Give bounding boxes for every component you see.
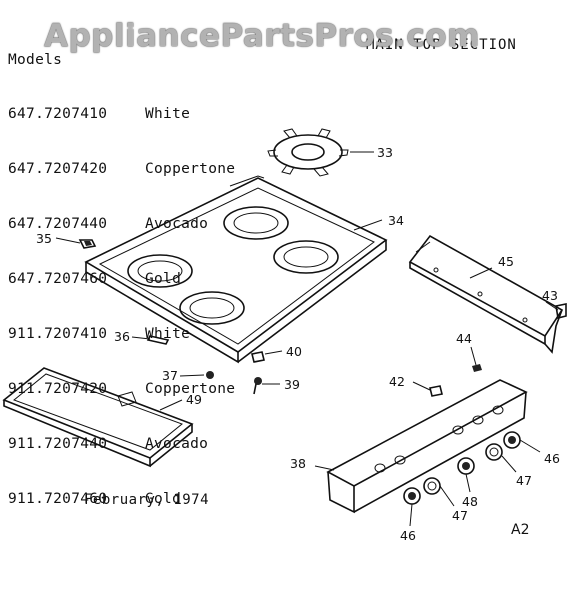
part-42 xyxy=(429,385,443,397)
callout-43: 43 xyxy=(542,288,558,303)
model-number: 911.7207410 xyxy=(8,326,108,343)
model-color: Coppertone xyxy=(145,161,236,178)
rear-panel-45 xyxy=(408,234,564,354)
models-heading: Models xyxy=(8,51,63,68)
model-color: Gold xyxy=(145,490,182,507)
page-code: A2 xyxy=(511,522,530,538)
model-number: 647.7207440 xyxy=(8,216,108,233)
model-color: Coppertone xyxy=(145,380,236,397)
callout-37: 37 xyxy=(162,368,178,383)
burner-opening xyxy=(273,240,339,274)
callout-44: 44 xyxy=(456,331,472,346)
callout-47: 47 xyxy=(452,508,468,523)
knob-48 xyxy=(457,457,475,475)
clip-35 xyxy=(78,239,97,249)
screw-39 xyxy=(253,377,262,395)
screw-43 xyxy=(555,303,567,319)
model-row: 647.7207440 Avocado xyxy=(8,215,235,233)
main-top-34 xyxy=(84,175,388,364)
model-number: 647.7207420 xyxy=(8,161,108,178)
callout-35: 35 xyxy=(36,231,52,246)
callout-45: 45 xyxy=(498,254,514,269)
part-44 xyxy=(472,364,482,372)
model-row: 911.7207460 Gold xyxy=(8,490,235,508)
callout-46: 46 xyxy=(544,451,560,466)
leader-lines xyxy=(55,151,559,527)
diagram-date: February, 1974 xyxy=(84,492,210,508)
callout-49: 49 xyxy=(186,392,202,407)
model-number: 911.7207440 xyxy=(8,435,108,452)
model-number: 911.7207460 xyxy=(8,490,108,507)
knob-46 xyxy=(403,487,421,505)
callout-42: 42 xyxy=(389,374,405,389)
callout-48: 48 xyxy=(462,494,478,509)
washer-40 xyxy=(251,351,265,363)
burner-grate-33 xyxy=(267,128,349,177)
model-number: 647.7207410 xyxy=(8,106,108,123)
burner-opening xyxy=(179,291,245,325)
callout-39: 39 xyxy=(284,377,300,392)
knob-47 xyxy=(423,477,441,495)
control-panel-38 xyxy=(326,379,528,514)
burner-opening xyxy=(127,254,193,288)
callout-40: 40 xyxy=(286,344,302,359)
callout-34: 34 xyxy=(388,213,404,228)
burner-opening xyxy=(223,206,289,240)
callout-36: 36 xyxy=(114,329,130,344)
callout-47: 47 xyxy=(516,473,532,488)
tray-49 xyxy=(2,367,194,468)
model-row: 647.7207410 White xyxy=(8,105,235,123)
model-number: 647.7207460 xyxy=(8,271,108,288)
model-color: White xyxy=(145,106,191,123)
model-color: Avocado xyxy=(145,216,209,233)
knob-47 xyxy=(485,443,503,461)
model-color: Gold xyxy=(145,271,182,288)
model-row: 647.7207420 Coppertone xyxy=(8,160,235,178)
model-row: 647.7207460 Gold xyxy=(8,270,235,288)
knob-46 xyxy=(503,431,521,449)
section-title: MAIN TOP SECTION xyxy=(366,37,517,53)
callout-38: 38 xyxy=(290,456,306,471)
bracket-36 xyxy=(146,335,170,345)
callout-33: 33 xyxy=(377,145,393,160)
callout-46: 46 xyxy=(400,528,416,543)
nut-37 xyxy=(206,371,214,379)
